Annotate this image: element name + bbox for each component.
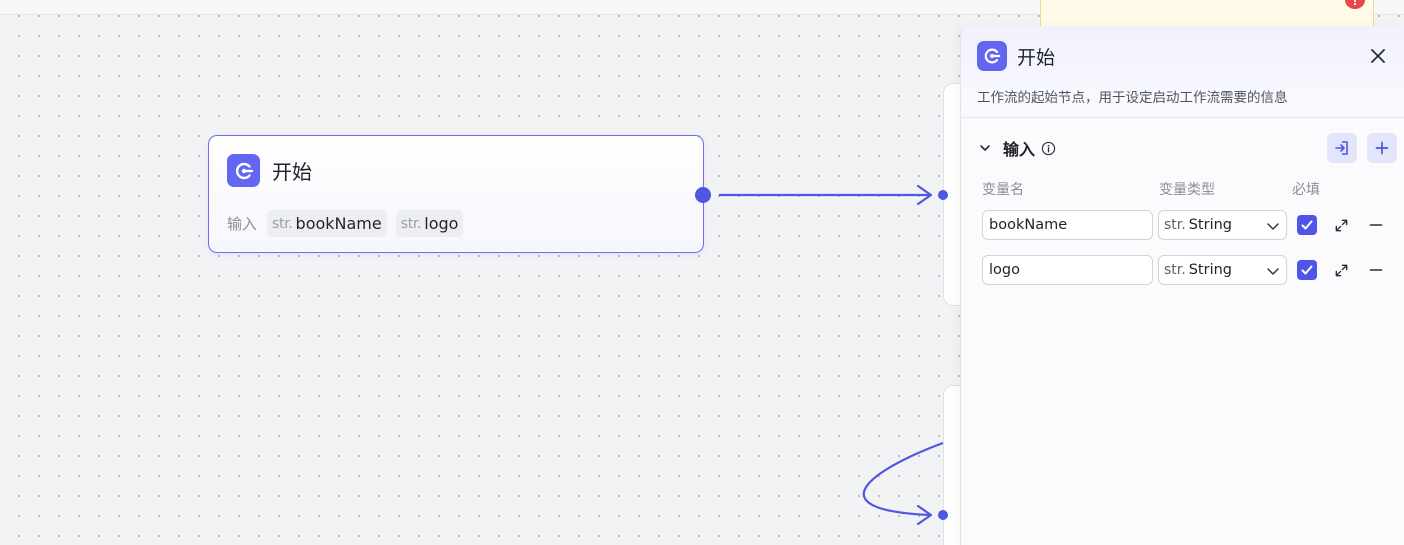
target-port [938, 510, 948, 520]
start-node[interactable]: 开始 输入 str. bookName str. logo [208, 135, 704, 253]
input-chip: str. logo [395, 210, 464, 237]
expand-button[interactable] [1332, 216, 1350, 234]
edge-loop [862, 441, 944, 517]
panel-header: 开始 工作流的起始节点，用于设定启动工作流需要的信息 [961, 26, 1404, 118]
column-header-required: 必填 [1292, 182, 1320, 198]
close-button[interactable] [1367, 45, 1389, 67]
chip-name: bookName [295, 214, 382, 233]
start-node-inputs: 输入 str. bookName str. logo [227, 210, 472, 237]
inputs-section-title: 输入 [1003, 140, 1036, 159]
variable-name-input[interactable] [982, 210, 1153, 240]
expand-button[interactable] [1332, 261, 1350, 279]
plus-icon [1375, 141, 1389, 155]
import-icon [1335, 141, 1348, 155]
type-value: String [1188, 217, 1232, 233]
variable-row: str. String [981, 255, 1391, 285]
start-icon [977, 41, 1007, 71]
inputs-section-header: 输入 [977, 133, 1397, 163]
chip-name: logo [424, 214, 459, 233]
minus-icon [1369, 269, 1383, 271]
chevron-down-icon [1267, 268, 1279, 275]
required-checkbox[interactable] [1297, 260, 1317, 280]
start-node-header: 开始 [227, 154, 312, 187]
note-card-edge [1040, 0, 1374, 26]
type-value: String [1188, 262, 1232, 278]
inputs-label: 输入 [227, 215, 258, 233]
remove-variable-button[interactable] [1367, 216, 1385, 234]
alert-badge[interactable]: ! [1345, 0, 1365, 9]
check-icon [1301, 265, 1313, 275]
panel-title: 开始 [1017, 47, 1056, 69]
type-prefix: str. [1164, 217, 1186, 233]
input-chip: str. bookName [267, 210, 387, 237]
check-icon [1301, 220, 1313, 230]
info-icon[interactable] [1041, 140, 1057, 156]
expand-icon [1335, 219, 1347, 231]
chip-type: str. [272, 215, 293, 232]
minus-icon [1369, 224, 1383, 226]
variable-row: str. String [981, 210, 1391, 240]
edge-arrowhead [916, 184, 933, 206]
close-icon [1371, 49, 1385, 63]
remove-variable-button[interactable] [1367, 261, 1385, 279]
column-header-name: 变量名 [982, 182, 1024, 198]
expand-icon [1335, 264, 1347, 276]
chevron-down-icon[interactable] [977, 140, 993, 156]
variable-name-input[interactable] [982, 255, 1153, 285]
type-prefix: str. [1164, 262, 1186, 278]
start-icon [227, 154, 260, 187]
column-header-type: 变量类型 [1159, 182, 1215, 198]
variable-type-select[interactable]: str. String [1158, 210, 1287, 240]
edge-loop-arrowhead [916, 504, 933, 526]
import-variables-button[interactable] [1327, 133, 1357, 163]
required-checkbox[interactable] [1297, 215, 1317, 235]
add-variable-button[interactable] [1367, 133, 1397, 163]
start-node-title: 开始 [272, 160, 312, 184]
variable-type-select[interactable]: str. String [1158, 255, 1287, 285]
chip-type: str. [400, 215, 422, 232]
node-config-panel: 开始 工作流的起始节点，用于设定启动工作流需要的信息 输入 [960, 26, 1404, 545]
target-port [938, 190, 948, 200]
chevron-down-icon [1267, 223, 1279, 230]
start-node-output-port[interactable] [695, 187, 711, 203]
panel-description: 工作流的起始节点，用于设定启动工作流需要的信息 [977, 90, 1288, 106]
